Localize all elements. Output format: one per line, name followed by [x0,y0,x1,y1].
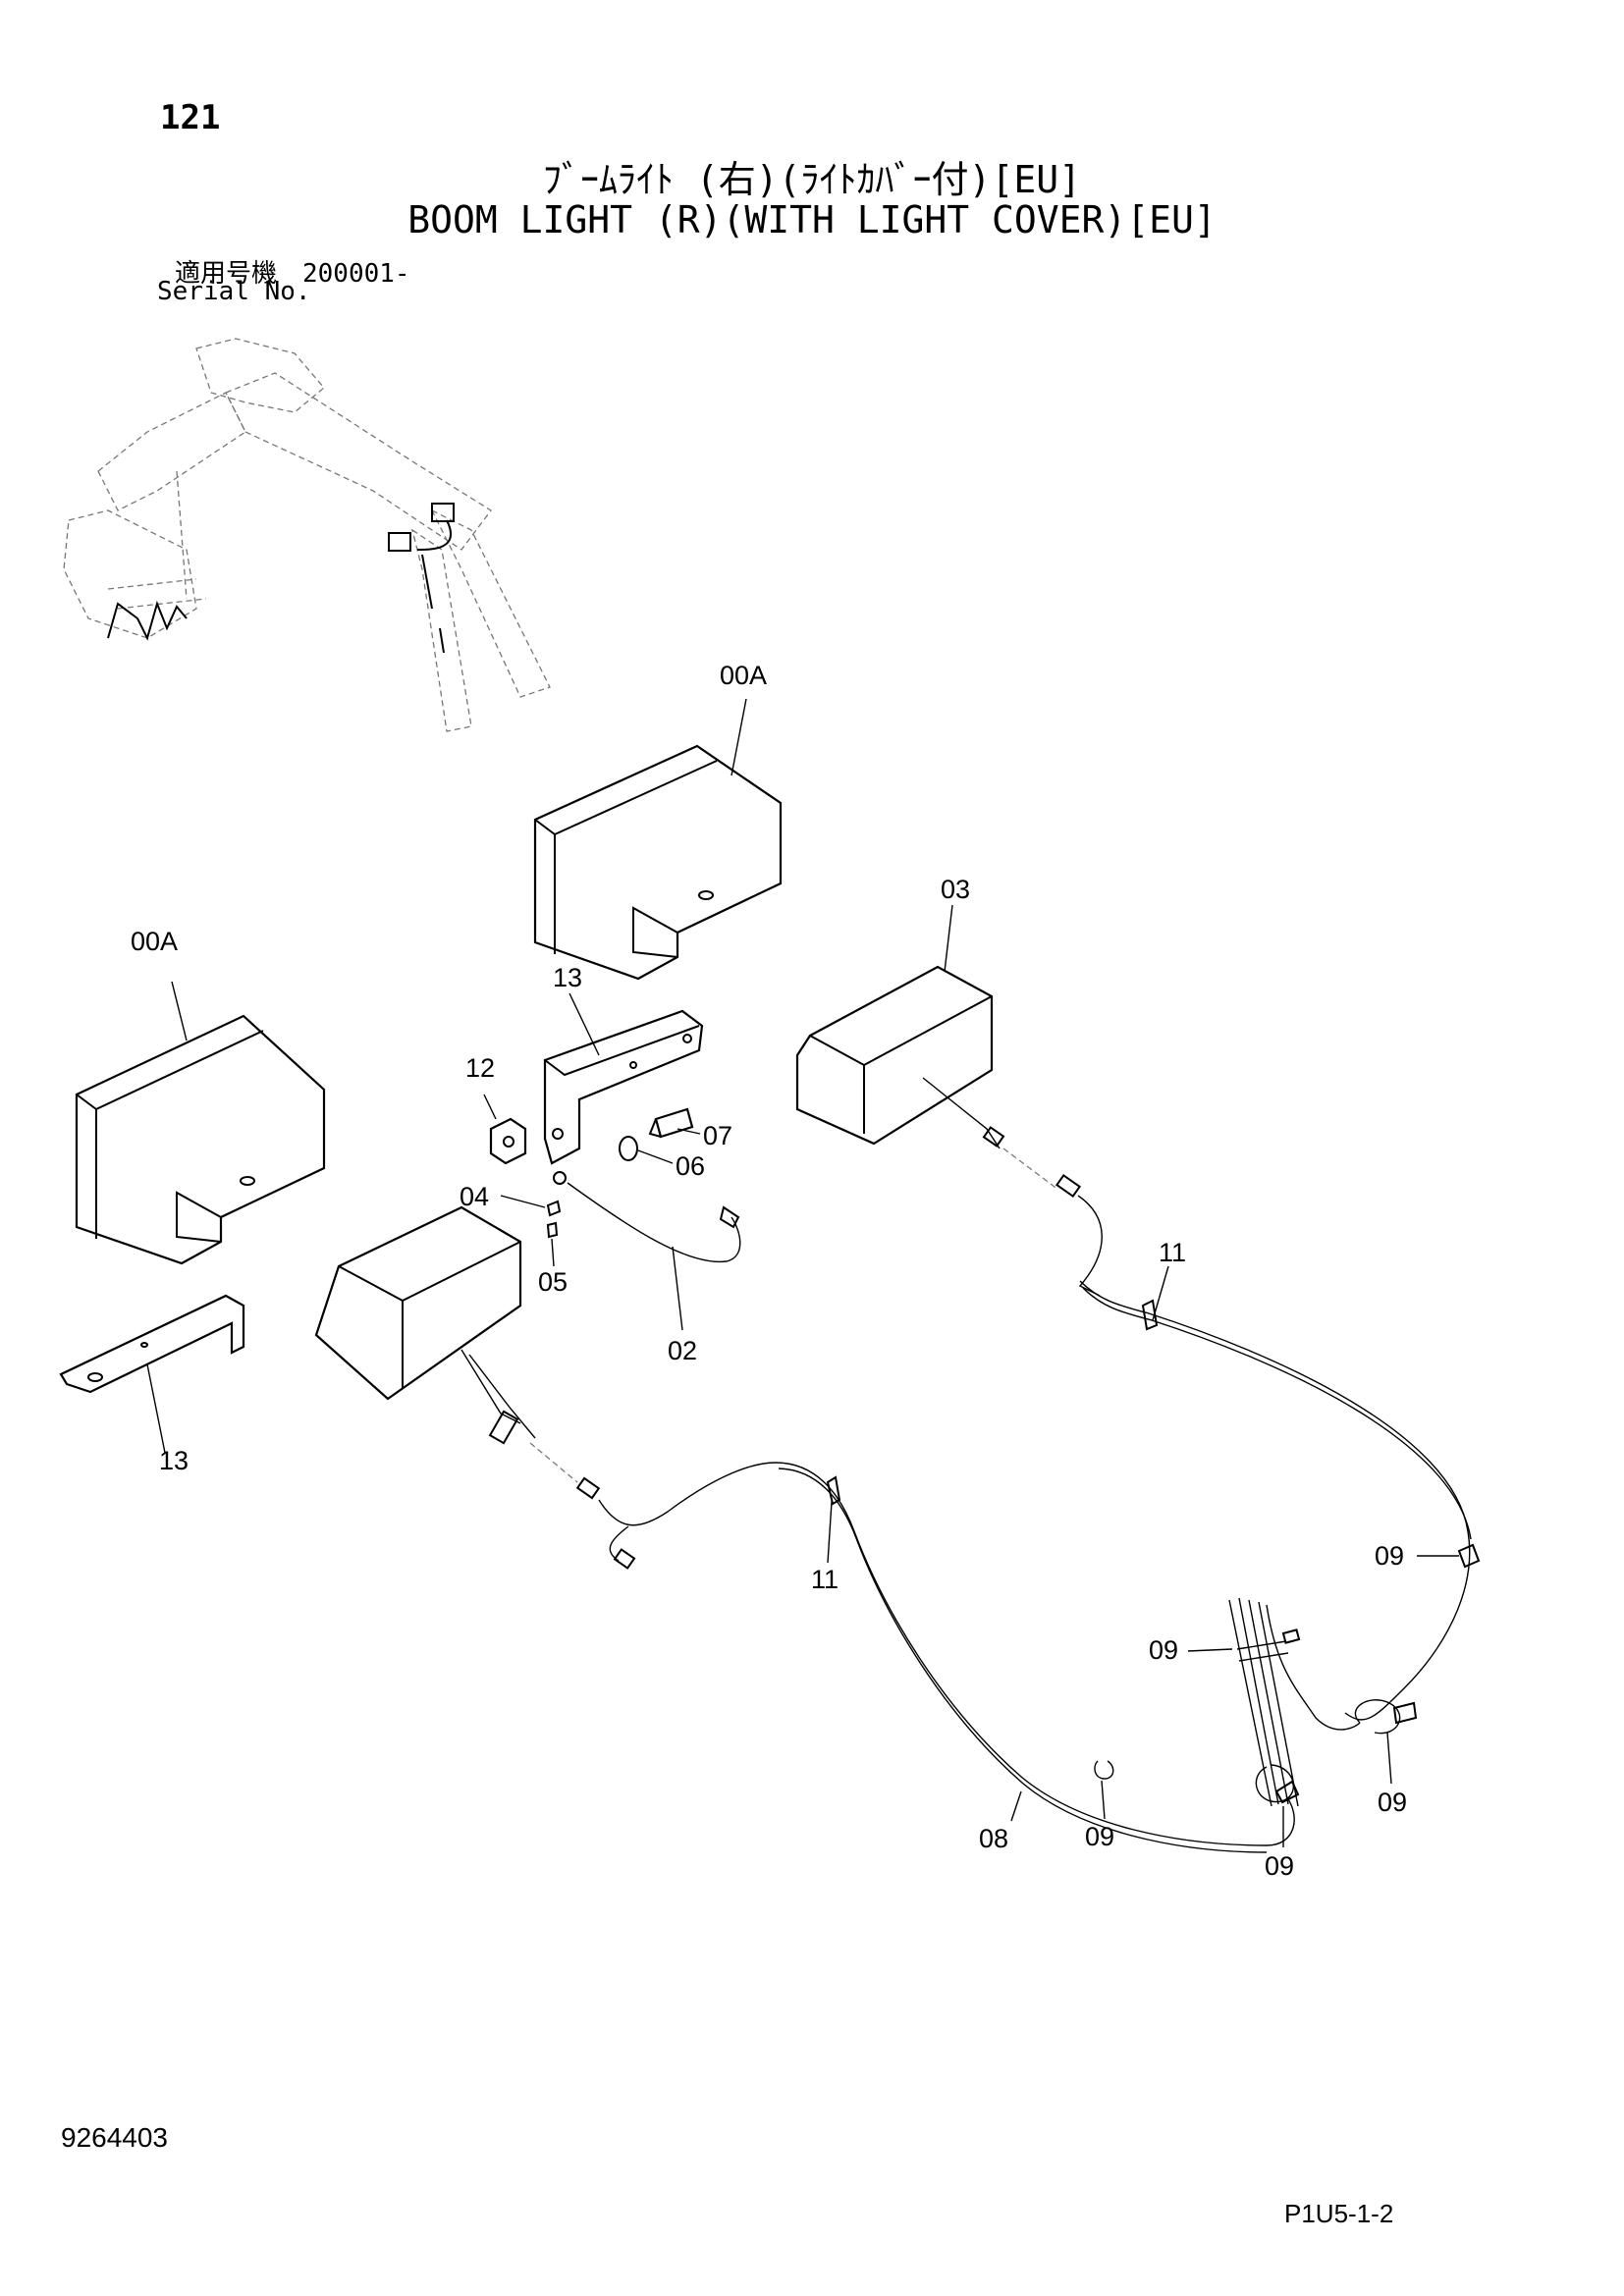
callout-07: 07 [703,1121,732,1150]
callout-12: 12 [465,1053,495,1083]
serial-label-english: Serial No. [157,277,311,306]
serial-label-japanese: 適用号機 200001- [175,259,410,289]
harness-11 [1079,1280,1481,1807]
callout-09-b: 09 [1149,1635,1178,1665]
callout-09-d: 09 [1085,1822,1114,1851]
callout-00a-left: 00A [131,927,178,956]
bracket-bottom [59,1294,245,1394]
callout-09-a: 09 [1375,1541,1404,1571]
callout-leaders [146,698,1459,1847]
bracket-top [489,1009,741,1263]
callout-09-e: 09 [1265,1851,1294,1881]
document-number: 9264403 [61,2122,169,2153]
callout-00a-top: 00A [720,661,767,690]
callout-11-right: 11 [1159,1238,1186,1267]
page-number: 121 [160,98,221,137]
callout-13-bottom: 13 [159,1446,189,1475]
callout-09-c: 09 [1378,1788,1407,1817]
excavator-overview-illustration [63,338,551,732]
light-cover-top [533,744,783,981]
light-cover-left [75,1014,326,1265]
callout-04: 04 [460,1182,489,1211]
callout-02: 02 [668,1336,697,1365]
title-japanese: ﾌﾞｰﾑﾗｲﾄ (右)(ﾗｲﾄｶﾊﾞｰ付)[EU] [543,158,1081,201]
lamp-right [795,965,1103,1297]
title-english: BOOM LIGHT (R)(WITH LIGHT COVER)[EU] [407,198,1217,241]
lamp-left [314,1205,777,1570]
callout-13-top: 13 [553,963,582,992]
callout-03: 03 [941,875,970,904]
reference-code: P1U5-1-2 [1284,2199,1394,2228]
callout-11-left: 11 [811,1565,839,1594]
harness-08 [775,1462,1300,1853]
callout-08: 08 [979,1824,1008,1853]
callout-06: 06 [676,1151,705,1181]
callout-05: 05 [538,1267,568,1297]
